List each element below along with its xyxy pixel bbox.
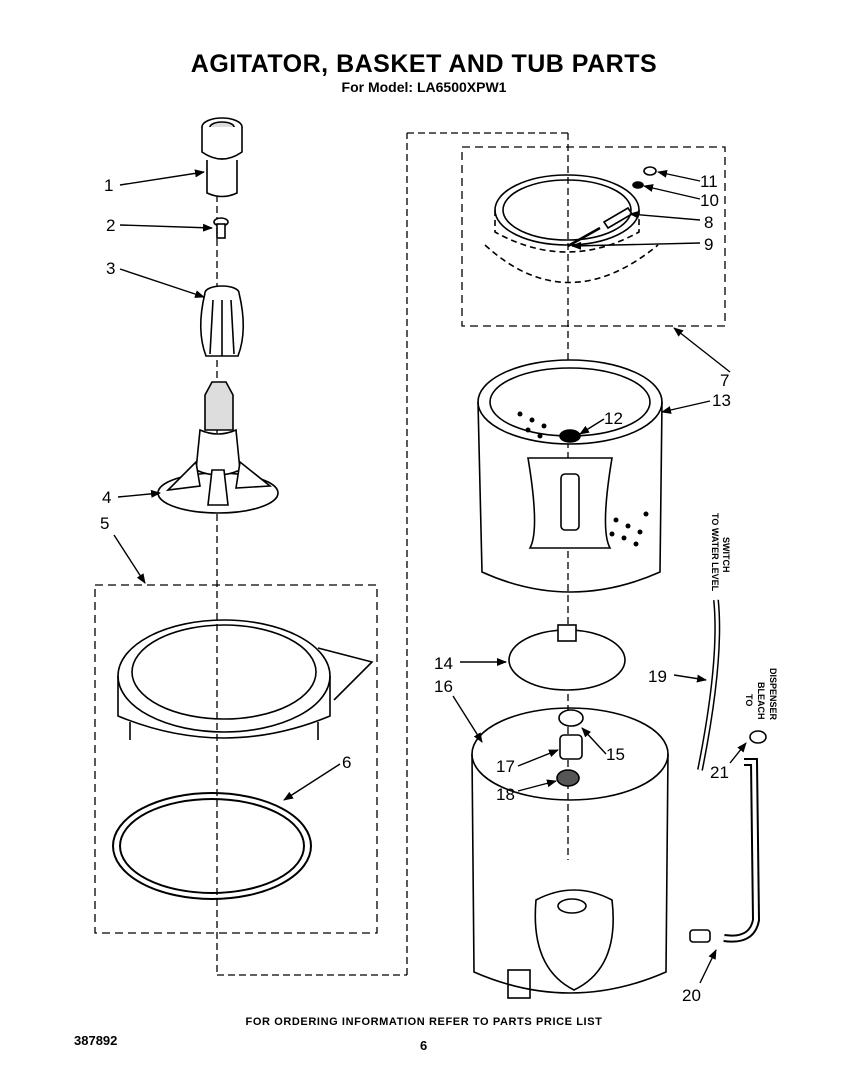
callout-9: 9	[704, 235, 713, 254]
part-1-agitator-cap	[201, 117, 243, 198]
callout-18: 18	[496, 785, 515, 804]
callout-11: 11	[700, 172, 718, 191]
part-13-spin-basket	[477, 359, 663, 593]
parts-8-11-hardware	[567, 166, 657, 248]
part-2-bolt	[213, 217, 229, 239]
document-number: 387892	[74, 1033, 118, 1048]
part-5-tub-ring	[117, 619, 374, 740]
callout-13: 13	[712, 391, 731, 410]
part-16-outer-tub	[471, 707, 669, 999]
callout-4: 4	[102, 488, 111, 507]
part-4-agitator	[157, 381, 279, 514]
svg-text:DISPENSER: DISPENSER	[768, 668, 778, 721]
part-7-basket-ring	[484, 174, 659, 284]
page-title: AGITATOR, BASKET AND TUB PARTS	[190, 50, 658, 78]
group-box-7	[461, 146, 726, 327]
svg-text:TO WATER LEVEL: TO WATER LEVEL	[710, 513, 720, 592]
water-level-switch-label: TO WATER LEVEL SWITCH	[710, 513, 731, 592]
callout-3: 3	[106, 259, 115, 278]
callout-12: 12	[604, 409, 623, 428]
callout-19: 19	[648, 667, 667, 686]
callout-16: 16	[434, 677, 453, 696]
leader-lines	[113, 169, 747, 984]
model-subtitle: For Model: LA6500XPW1	[341, 79, 507, 95]
callout-2: 2	[106, 216, 115, 235]
callout-8: 8	[704, 213, 713, 232]
callout-7: 7	[720, 371, 729, 390]
callout-20: 20	[682, 986, 701, 1005]
group-box-5	[94, 584, 378, 934]
page-number: 6	[420, 1038, 428, 1053]
assembly-line	[216, 132, 569, 976]
part-6-seal-ring	[112, 792, 312, 900]
svg-text:BLEACH: BLEACH	[756, 682, 766, 720]
callout-1: 1	[104, 176, 113, 195]
ordering-info-note: FOR ORDERING INFORMATION REFER TO PARTS …	[245, 1016, 603, 1028]
basket-perforations	[517, 411, 649, 547]
part-14-plate	[508, 624, 626, 691]
bleach-dispenser-label: TO BLEACH DISPENSER	[744, 668, 778, 721]
callout-14: 14	[434, 654, 453, 673]
callout-6: 6	[342, 753, 351, 772]
parts-15-17-18	[556, 709, 584, 787]
callout-15: 15	[606, 745, 625, 764]
callout-21: 21	[710, 763, 729, 782]
part-20-21-bleach-hose	[689, 730, 767, 943]
callout-17: 17	[496, 757, 515, 776]
svg-text:SWITCH: SWITCH	[721, 537, 731, 573]
callout-5: 5	[100, 514, 109, 533]
callout-10: 10	[700, 191, 719, 210]
svg-text:TO: TO	[744, 694, 754, 706]
part-3-cam	[199, 285, 245, 357]
